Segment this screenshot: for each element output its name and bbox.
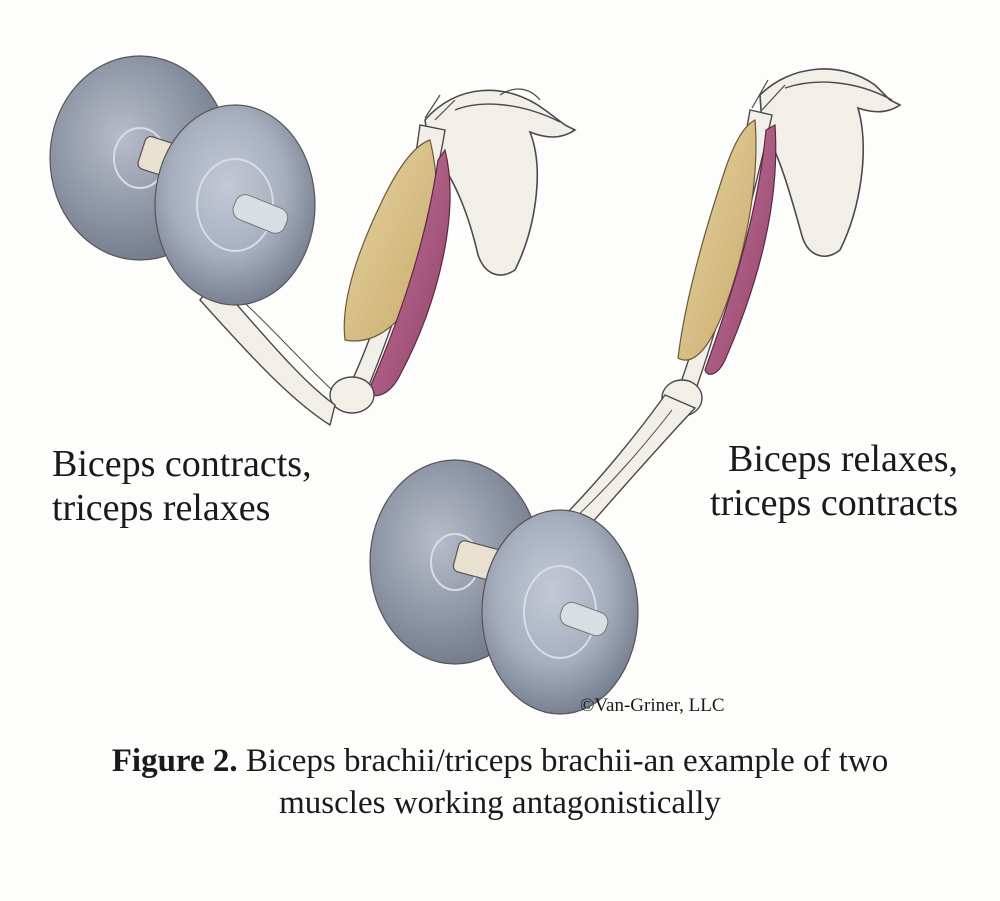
label-right-line2: triceps contracts <box>710 482 958 524</box>
dumbbell-icon <box>49 55 316 306</box>
caption-line-2: muscles working antagonistically <box>279 785 721 821</box>
left-arm-flexed <box>199 88 577 427</box>
copyright-notice: ©Van-Griner, LLC <box>580 695 725 716</box>
right-triceps <box>704 124 777 375</box>
dumbbell-icon <box>369 459 639 715</box>
left-triceps <box>367 148 451 397</box>
right-arm-extended <box>558 68 902 526</box>
caption-figure-label: Figure 2. <box>111 743 238 779</box>
label-biceps-relaxes: Biceps relaxes, triceps contracts <box>710 437 958 525</box>
right-biceps <box>677 119 757 361</box>
left-elbow <box>329 376 375 414</box>
label-left-line2: triceps relaxes <box>52 487 271 529</box>
label-right-line1: Biceps relaxes, <box>727 438 958 480</box>
caption-line-1: Biceps brachii/triceps brachii-an exampl… <box>237 743 889 779</box>
left-scapula <box>424 88 577 276</box>
figure-caption: Figure 2. Biceps brachii/triceps brachii… <box>0 740 1000 824</box>
left-forearm <box>199 278 336 427</box>
label-left-line1: Biceps contracts, <box>52 443 312 485</box>
right-forearm <box>558 394 697 526</box>
label-biceps-contracts: Biceps contracts, triceps relaxes <box>52 442 312 530</box>
right-scapula <box>759 68 902 257</box>
